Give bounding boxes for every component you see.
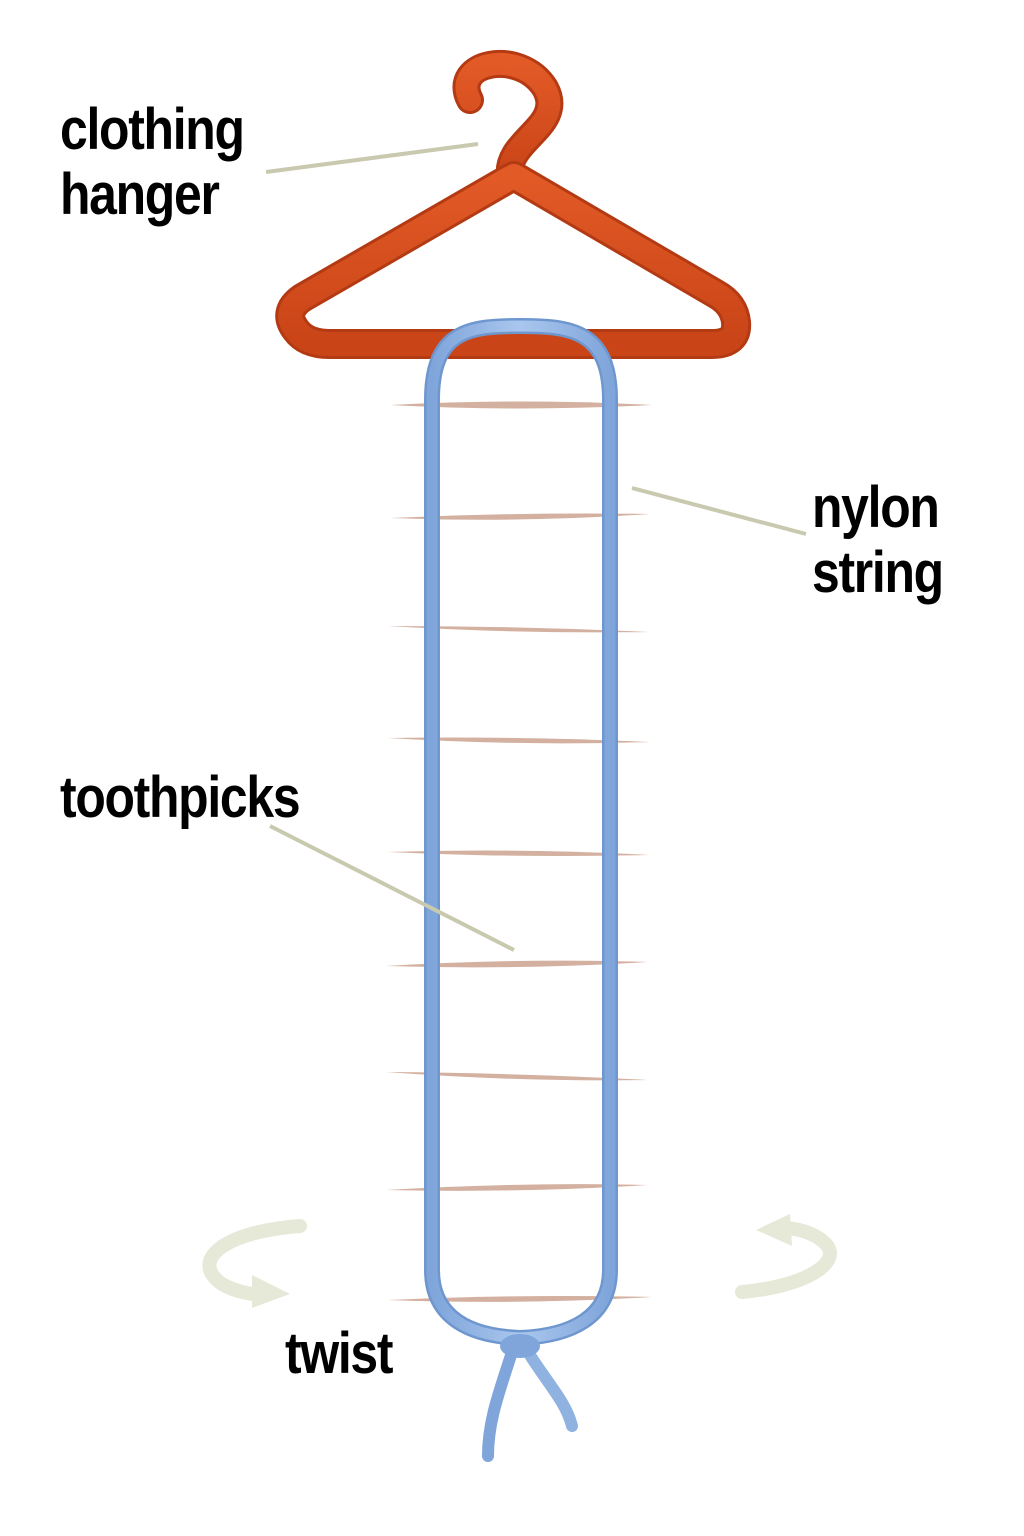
clothing-hanger [275, 50, 752, 359]
toothpick [388, 850, 650, 856]
string-leader-line [631, 486, 807, 536]
toothpick [386, 1072, 648, 1081]
clothing-hanger-label: clothing hanger [60, 97, 245, 228]
toothpick [388, 1296, 652, 1302]
nylon-string-label: nylon string [812, 475, 944, 606]
twist-arrow-right [735, 1214, 837, 1299]
string-knot [482, 1334, 578, 1462]
toothpicks-label-text: toothpicks [60, 765, 301, 830]
toothpick [386, 960, 648, 968]
toothpicks-leader-line [269, 824, 515, 952]
toothpicks [386, 401, 652, 1302]
nylon-string-label-line2: string [812, 539, 944, 605]
toothpick [390, 401, 652, 409]
toothpicks-label: toothpicks [60, 765, 301, 831]
toothpick [388, 626, 650, 633]
leader-lines [265, 142, 807, 952]
twist-label-text: twist [285, 1321, 393, 1386]
nylon-string [424, 317, 618, 1347]
clothing-hanger-label-line2: hanger [60, 161, 220, 227]
twist-label: twist [285, 1321, 393, 1387]
twist-arrow-left [202, 1219, 307, 1308]
toothpick [390, 513, 650, 520]
toothpick [388, 737, 650, 744]
toothpick [386, 1184, 648, 1191]
clothing-hanger-label-line1: clothing [60, 97, 245, 162]
hanger-leader-line [265, 142, 479, 174]
nylon-string-label-line1: nylon [812, 475, 940, 540]
